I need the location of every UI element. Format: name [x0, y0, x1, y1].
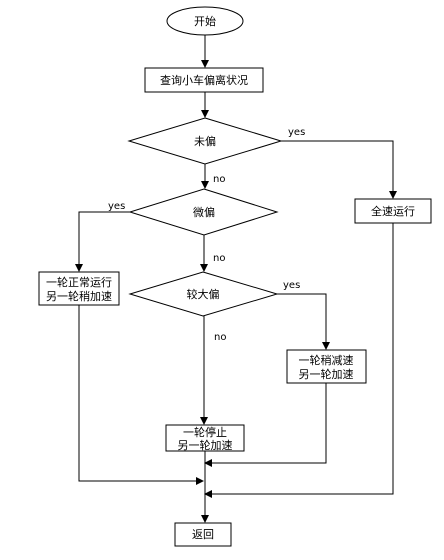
start-label: 开始	[194, 14, 216, 28]
label-yes-2: yes	[108, 201, 125, 212]
return-label: 返回	[192, 528, 214, 541]
decel-accel-box	[286, 349, 367, 384]
decel-accel-line1: 一轮稍减速	[299, 353, 354, 367]
label-yes-1: yes	[288, 127, 305, 138]
query-box	[144, 67, 264, 93]
decision-slight-offset-label: 微偏	[193, 205, 215, 219]
label-yes-3: yes	[283, 280, 300, 291]
query-label: 查询小车偏离状况	[160, 73, 248, 87]
edge-normal-accel-merge	[78, 305, 204, 485]
edge-full-speed-merge	[204, 223, 394, 498]
decision-large-offset-label: 较大偏	[187, 287, 220, 301]
normal-accel-box	[38, 271, 120, 306]
decel-accel-line2: 另一轮加速	[299, 367, 354, 381]
stop-accel-line1: 一轮停止	[183, 425, 227, 439]
edge-decel-accel-merge	[204, 383, 327, 467]
normal-accel-line1: 一轮正常运行	[46, 275, 112, 289]
normal-accel-line2: 另一轮稍加速	[46, 289, 112, 303]
decision-large-offset	[128, 271, 279, 317]
label-no-1: no	[213, 174, 225, 185]
label-no-2: no	[213, 253, 225, 264]
return-box	[174, 522, 232, 547]
edge-not-offset-yes	[281, 140, 397, 199]
stop-accel-line2: 另一轮加速	[178, 438, 233, 452]
edge-large-offset-yes	[277, 293, 330, 350]
decision-not-offset-label: 未偏	[194, 134, 216, 148]
full-speed-label: 全速运行	[371, 204, 415, 218]
edge-slight-offset-yes	[75, 211, 130, 272]
label-no-3: no	[214, 332, 226, 343]
stop-accel-box	[165, 424, 245, 452]
